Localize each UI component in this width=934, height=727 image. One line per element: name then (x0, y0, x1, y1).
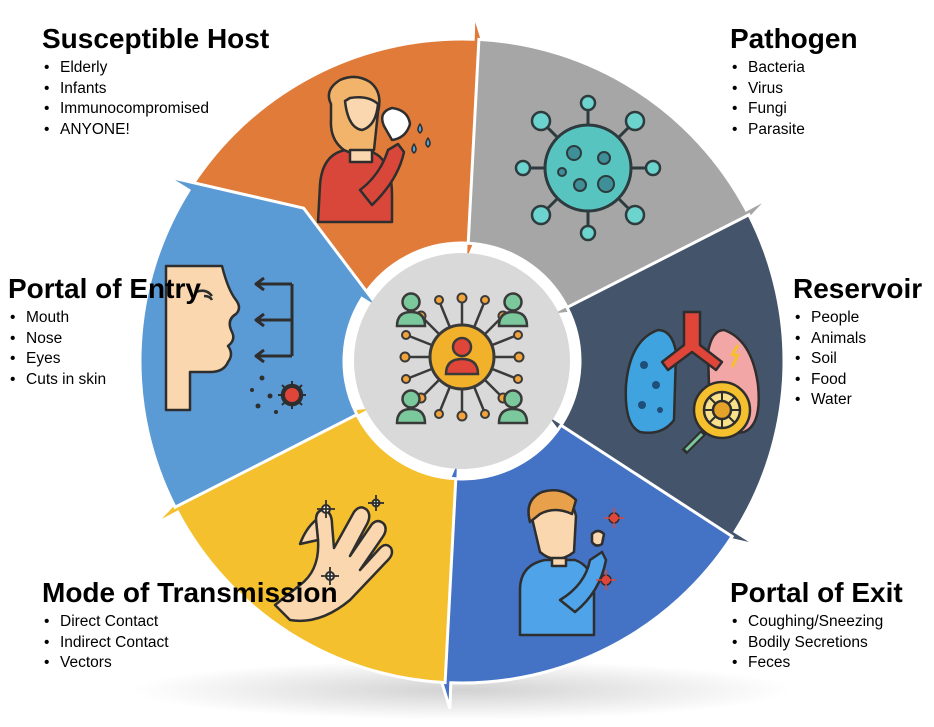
coughing-man-icon (518, 489, 624, 637)
bullet-item: Cuts in skin (8, 370, 201, 391)
bullet-item: Infants (42, 79, 269, 100)
bullet-item: Eyes (8, 349, 201, 370)
bullet-list: Coughing/Sneezing Bodily Secretions Fece… (730, 612, 903, 674)
bullet-item: Direct Contact (42, 612, 338, 633)
label-susceptible-host: Susceptible Host Elderly Infants Immunoc… (42, 22, 269, 140)
bullet-list: Elderly Infants Immunocompromised ANYONE… (42, 58, 269, 140)
label-pathogen: Pathogen Bacteria Virus Fungi Parasite (730, 22, 858, 140)
bullet-item: Fungi (730, 99, 858, 120)
bullet-item: Parasite (730, 120, 858, 141)
label-portal-of-entry: Portal of Entry Mouth Nose Eyes Cuts in … (8, 272, 201, 390)
label-mode-of-transmission: Mode of Transmission Direct Contact Indi… (42, 576, 338, 674)
bullet-item: Coughing/Sneezing (730, 612, 903, 633)
bullet-item: People (793, 308, 922, 329)
label-portal-of-exit: Portal of Exit Coughing/Sneezing Bodily … (730, 576, 903, 674)
bullet-item: Food (793, 370, 922, 391)
bullet-item: Mouth (8, 308, 201, 329)
label-title: Mode of Transmission (42, 577, 338, 608)
contaminated-hand-icon (273, 495, 394, 622)
label-title: Portal of Exit (730, 577, 903, 608)
bullet-item: Feces (730, 653, 903, 674)
label-title: Pathogen (730, 23, 858, 54)
infection-spread-network-icon (395, 292, 529, 425)
bullet-list: Bacteria Virus Fungi Parasite (730, 58, 858, 140)
bullet-item: Vectors (42, 653, 338, 674)
bullet-item: Water (793, 390, 922, 411)
bullet-list: Mouth Nose Eyes Cuts in skin (8, 308, 201, 390)
label-title: Susceptible Host (42, 23, 270, 54)
bullet-list: Direct Contact Indirect Contact Vectors (42, 612, 338, 674)
bullet-list: People Animals Soil Food Water (793, 308, 922, 411)
bullet-item: Nose (8, 329, 201, 350)
bullet-item: Bodily Secretions (730, 633, 903, 654)
virus-icon (514, 94, 662, 242)
bullet-item: Immunocompromised (42, 99, 269, 120)
cycle-ring (138, 12, 786, 710)
bullet-item: Animals (793, 329, 922, 350)
ring-arrow-entry (138, 175, 382, 510)
lungs-magnifier-icon (624, 310, 760, 455)
sneezing-woman-icon (316, 75, 431, 224)
label-title: Portal of Entry (8, 273, 201, 304)
label-reservoir: Reservoir People Animals Soil Food Water (793, 272, 922, 411)
ring-shadow (132, 660, 792, 720)
bullet-item: Bacteria (730, 58, 858, 79)
bullet-item: Virus (730, 79, 858, 100)
bullet-item: ANYONE! (42, 120, 269, 141)
label-title: Reservoir (793, 273, 923, 304)
bullet-item: Soil (793, 349, 922, 370)
bullet-item: Indirect Contact (42, 633, 338, 654)
bullet-item: Elderly (42, 58, 269, 79)
